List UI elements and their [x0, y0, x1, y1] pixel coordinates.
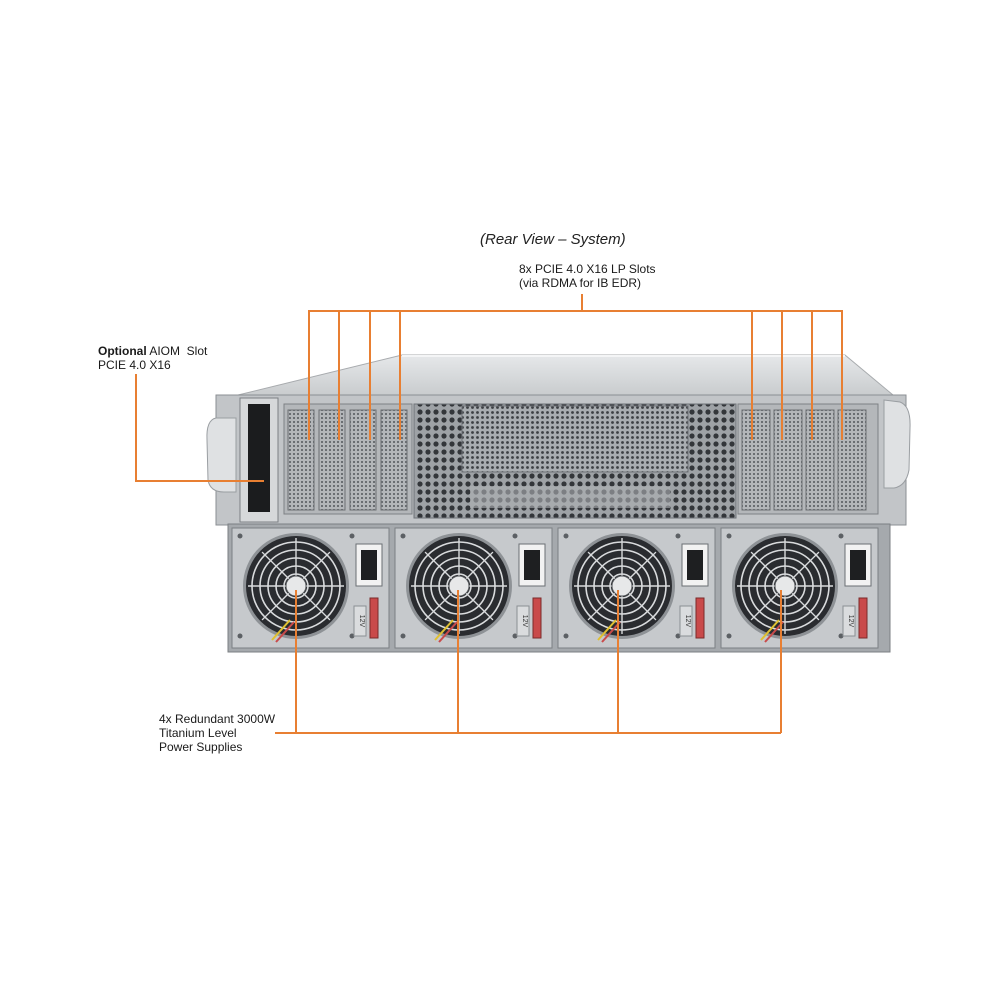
- right-handle: [883, 399, 911, 489]
- psu-fan: [406, 533, 512, 639]
- psu-unit: 12V: [394, 527, 553, 649]
- pcie-slot: [287, 409, 315, 511]
- chassis-top: [237, 354, 895, 396]
- pcie-slot: [318, 409, 346, 511]
- diagram-title: (Rear View – System): [480, 231, 626, 248]
- pcie-slot: [349, 409, 377, 511]
- psu-latch: [695, 597, 705, 639]
- psu-unit: 12V: [557, 527, 716, 649]
- psu-latch: [532, 597, 542, 639]
- aiom-label-line2: PCIE 4.0 X16: [98, 358, 171, 372]
- aiom-label-line1: Optional AIOM Slot: [98, 344, 207, 358]
- aiom-label-optional: Optional: [98, 344, 147, 358]
- pcie-slot: [741, 409, 771, 511]
- center-fine-vent: [461, 405, 689, 473]
- psu-callout-label: 4x Redundant 3000W Titanium Level Power …: [159, 712, 275, 754]
- psu-unit: 12V: [231, 527, 390, 649]
- pcie-slot: [805, 409, 835, 511]
- psu-badge-text: 12V: [684, 615, 691, 628]
- psu-fan: [243, 533, 349, 639]
- aiom-callout-label: Optional AIOM Slot PCIE 4.0 X16: [98, 344, 207, 372]
- psu-units: 12V 12V 12V 12V: [231, 527, 879, 649]
- psu-badge-text: 12V: [847, 615, 854, 628]
- psu-latch: [369, 597, 379, 639]
- pcie-slots-label-line2: (via RDMA for IB EDR): [519, 276, 642, 290]
- pcie-slot: [773, 409, 803, 511]
- pcie-slot: [380, 409, 408, 511]
- pcie-slots-left: [287, 409, 408, 511]
- psu-badge-text: 12V: [358, 615, 365, 628]
- psu-fan: [732, 533, 838, 639]
- psu-label-line1: 4x Redundant 3000W: [159, 712, 276, 726]
- psu-badge-text: 12V: [521, 615, 528, 628]
- psu-callout-lines: [275, 590, 782, 734]
- pcie-slots-callout-label: 8x PCIE 4.0 X16 LP Slots (via RDMA for I…: [519, 262, 656, 290]
- psu-fan: [569, 533, 675, 639]
- psu-latch: [858, 597, 868, 639]
- aiom-callout-lines: [135, 374, 264, 482]
- psu-unit: 12V: [720, 527, 879, 649]
- pcie-callout-lines: [308, 294, 843, 440]
- aiom-label-slot: AIOM Slot: [146, 344, 208, 358]
- pcie-slots-label-line1: 8x PCIE 4.0 X16 LP Slots: [519, 262, 656, 276]
- psu-label-line2: Titanium Level: [159, 726, 237, 740]
- psu-label-line3: Power Supplies: [159, 740, 243, 754]
